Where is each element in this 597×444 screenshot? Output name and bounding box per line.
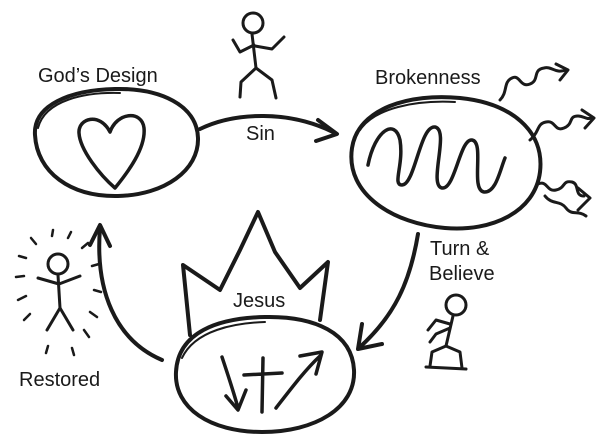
turn-believe-label-line2: Believe — [429, 262, 495, 286]
turn-believe-arrow — [358, 234, 418, 349]
down-arrow-icon — [222, 357, 246, 410]
gods-design-node — [35, 89, 198, 196]
gods-design-circle — [35, 89, 198, 196]
running-figure-icon — [233, 13, 284, 98]
brokenness-circle — [351, 97, 540, 228]
turn-believe-label-line1: Turn & — [430, 237, 489, 261]
radiant-figure-icon — [38, 254, 80, 330]
heart-icon — [79, 116, 144, 188]
jesus-node — [176, 212, 354, 432]
sin-label: Sin — [246, 122, 275, 146]
restored-label: Restored — [19, 368, 100, 392]
jesus-label: Jesus — [233, 289, 285, 313]
wavy-arrows-icon — [500, 64, 594, 216]
brokenness-label: Brokenness — [375, 66, 481, 90]
kneeling-figure-icon — [426, 295, 466, 369]
gods-design-label: God’s Design — [38, 64, 158, 88]
brokenness-node — [351, 97, 540, 228]
squiggle-icon — [368, 127, 505, 192]
up-arrow-icon — [276, 352, 322, 408]
cross-icon — [244, 358, 282, 412]
